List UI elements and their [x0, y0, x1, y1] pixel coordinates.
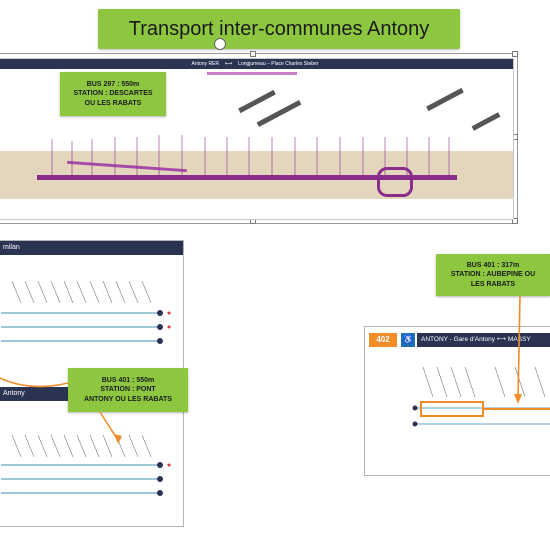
arrow-line	[517, 295, 521, 401]
resize-handle-top-right[interactable]	[512, 51, 518, 57]
panel-header-top: milan	[0, 241, 183, 255]
line-number-badge: 402	[369, 333, 397, 347]
map-header: Antony RER ⟷ Longjumeau – Place Charles …	[0, 59, 513, 69]
accessibility-icon: ♿	[401, 333, 415, 347]
page-title: Transport inter-communes Antony	[128, 17, 430, 40]
resize-handle-top[interactable]	[250, 51, 256, 57]
route-map-297: Antony RER ⟷ Longjumeau – Place Charles …	[0, 58, 514, 220]
map-destination-label: Longjumeau – Place Charles Steber	[238, 61, 319, 67]
legend-bar	[207, 72, 297, 75]
title-banner: Transport inter-communes Antony	[98, 9, 460, 49]
arrow-line	[0, 377, 69, 388]
arrow-icon: ⟷	[225, 61, 233, 67]
arrow-head-icon	[514, 394, 522, 404]
rotate-handle-icon[interactable]	[214, 38, 226, 50]
stop-ticks	[51, 135, 450, 175]
resize-handle-bottom-right[interactable]	[512, 218, 518, 224]
route-loop	[377, 167, 413, 197]
callout-bus-401-pont: BUS 401 : 550m STATION : PONT ANTONY OU …	[68, 368, 188, 412]
route-line-297	[37, 175, 457, 180]
map-origin-label: Antony RER	[191, 61, 219, 67]
callout-bus-297: BUS 297 : 550m STATION : DESCARTES OU LE…	[60, 72, 166, 116]
callout-bus-401-aubepine: BUS 401 : 317m STATION : AUBEPINE OU LES…	[436, 254, 550, 296]
arrow-icon: ⟷	[496, 336, 508, 343]
route-sheet-402-diagram	[412, 366, 550, 427]
route-sheet-diagram	[1, 280, 171, 496]
arrow-head-icon	[114, 434, 122, 444]
